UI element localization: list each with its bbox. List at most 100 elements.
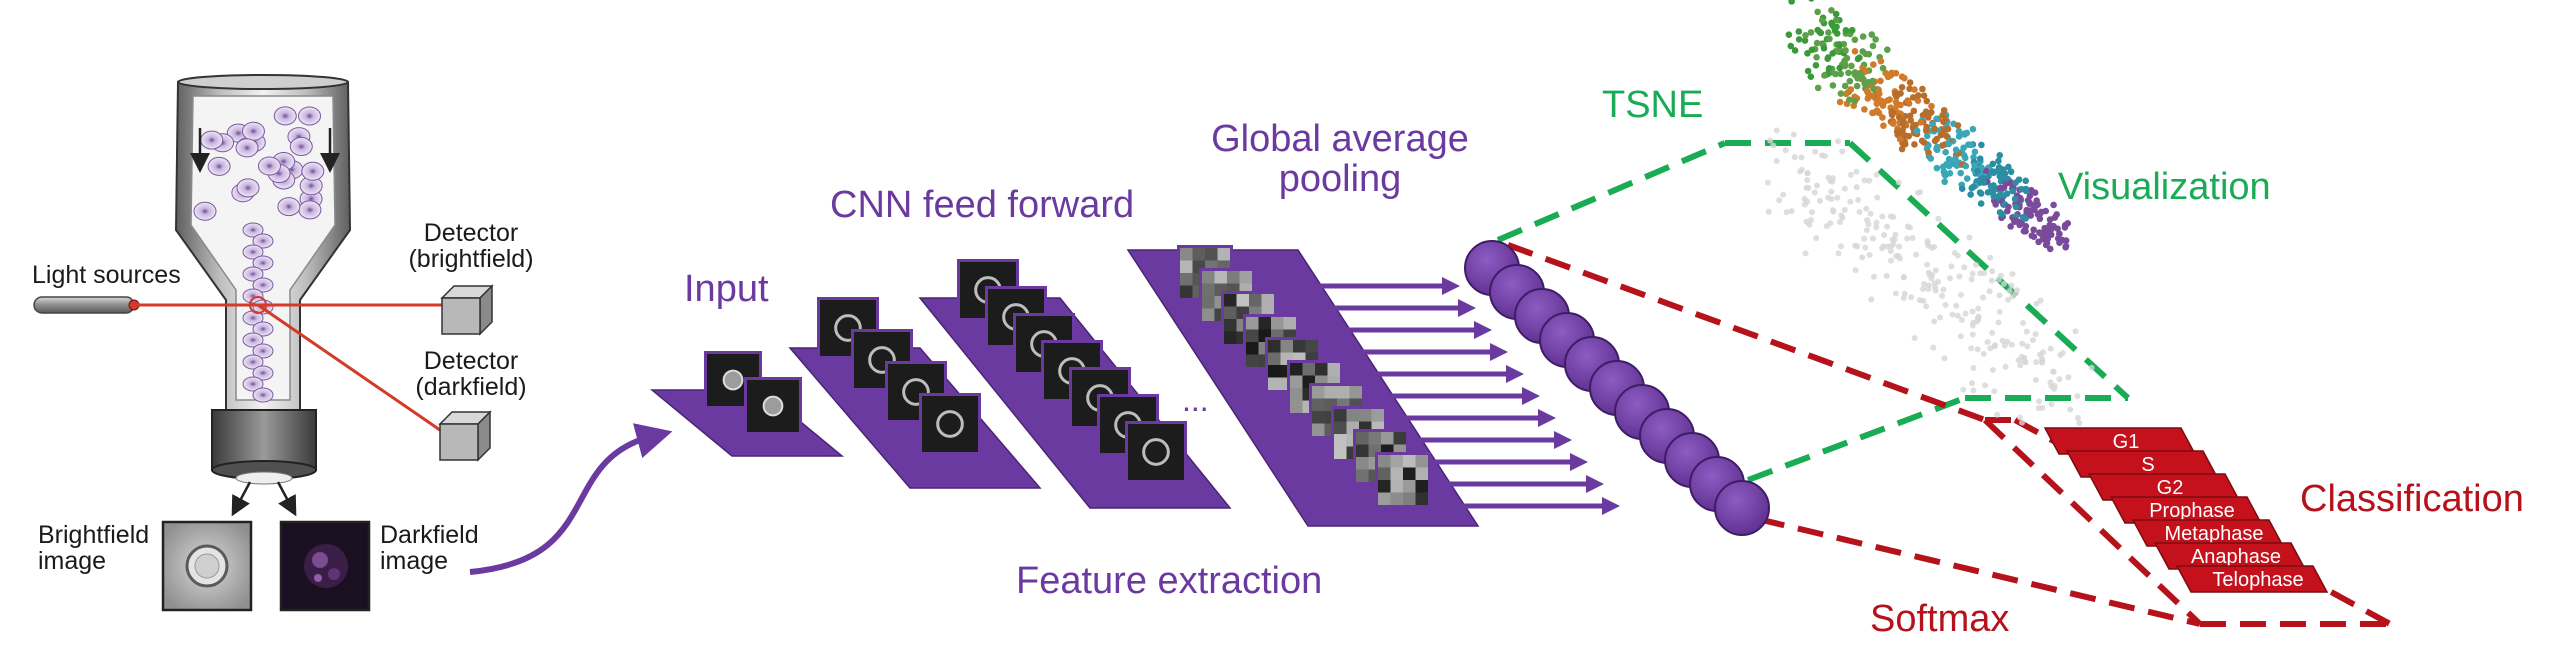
tsne-point bbox=[1920, 139, 1928, 146]
tsne-point bbox=[1910, 122, 1917, 129]
tsne-point bbox=[2020, 227, 2028, 235]
shadow-point bbox=[1960, 386, 1967, 393]
tsne-point bbox=[1898, 83, 1906, 91]
shadow-point bbox=[1991, 388, 1998, 395]
shadow-point bbox=[1804, 169, 1811, 176]
tsne-point bbox=[1977, 190, 1985, 197]
shadow-point bbox=[1770, 142, 1777, 149]
shadow-point bbox=[1989, 367, 1996, 374]
shadow-point bbox=[2074, 415, 2081, 422]
tsne-point bbox=[1813, 53, 1820, 61]
shadow-point bbox=[1838, 212, 1845, 219]
class-label: G1 bbox=[2113, 431, 2140, 453]
shadow-point bbox=[1853, 168, 1860, 175]
shadow-point bbox=[2029, 337, 2036, 344]
shadow-point bbox=[1869, 235, 1876, 242]
tsne-point bbox=[1922, 126, 1930, 134]
tsne-point bbox=[1845, 96, 1853, 104]
tsne-point bbox=[1960, 151, 1968, 159]
pooling-arrowhead-icon bbox=[1474, 321, 1492, 339]
tsne-point bbox=[1869, 61, 1877, 68]
cell bbox=[277, 197, 301, 217]
tsne-point bbox=[1842, 47, 1849, 54]
tsne-point bbox=[2042, 231, 2049, 239]
shadow-point bbox=[1830, 208, 1837, 215]
pooling-arrowhead-icon bbox=[1602, 497, 1620, 515]
cell bbox=[257, 156, 281, 176]
class-label: Telophase bbox=[2212, 569, 2303, 591]
shadow-point bbox=[1941, 355, 1948, 362]
tsne-point bbox=[1974, 167, 1981, 175]
tsne-point bbox=[1907, 117, 1915, 124]
tsne-point bbox=[1928, 102, 1935, 110]
tsne-point bbox=[2011, 195, 2019, 203]
cell bbox=[298, 200, 322, 220]
shadow-point bbox=[1953, 302, 1960, 309]
shadow-point bbox=[1881, 232, 1888, 239]
shadow-point bbox=[1999, 337, 2006, 344]
shadow-point bbox=[1813, 235, 1820, 242]
tsne-point bbox=[1862, 68, 1869, 75]
shadow-point bbox=[1968, 345, 1975, 352]
tsne-point bbox=[1870, 85, 1877, 93]
tsne-point bbox=[1821, 72, 1828, 79]
shadow-point bbox=[1925, 285, 1932, 292]
shadow-point bbox=[1908, 294, 1915, 301]
tsne-point bbox=[1842, 90, 1850, 98]
tsne-point bbox=[1868, 92, 1876, 100]
shadow-point bbox=[1911, 334, 1918, 341]
tsne-point bbox=[1817, 29, 1825, 37]
brightfield-image bbox=[161, 520, 253, 612]
shadow-point bbox=[2036, 398, 2043, 405]
cell bbox=[242, 354, 264, 370]
shadow-point bbox=[1866, 177, 1873, 184]
shadow-point bbox=[1863, 205, 1870, 212]
shadow-point bbox=[1788, 208, 1795, 215]
shadow-point bbox=[1884, 223, 1891, 230]
shadow-point bbox=[2002, 363, 2009, 370]
shadow-point bbox=[1856, 209, 1863, 216]
class-label: G2 bbox=[2157, 477, 2184, 499]
tsne-point bbox=[2031, 206, 2038, 214]
tsne-point bbox=[1955, 133, 1963, 140]
pooling-arrowhead-icon bbox=[1490, 343, 1508, 361]
shadow-point bbox=[1773, 158, 1780, 165]
tsne-point bbox=[1859, 33, 1867, 40]
shadow-point bbox=[1958, 291, 1965, 298]
tsne-point bbox=[2054, 225, 2061, 232]
pooling-arrowhead-icon bbox=[1538, 409, 1556, 427]
tsne-point bbox=[2005, 163, 2012, 171]
tsne-point bbox=[1933, 164, 1941, 172]
shadow-point bbox=[1961, 264, 1968, 271]
cell bbox=[298, 106, 322, 126]
tsne-point bbox=[2061, 224, 2069, 231]
shadow-point bbox=[1861, 235, 1868, 242]
cell bbox=[252, 277, 274, 293]
shadow-point bbox=[1979, 294, 1986, 301]
tsne-point bbox=[1969, 125, 1977, 133]
shadow-point bbox=[2039, 359, 2046, 366]
cell bbox=[252, 365, 274, 381]
shadow-point bbox=[1924, 261, 1931, 268]
cell bbox=[301, 161, 325, 181]
tsne-point bbox=[2046, 245, 2054, 253]
shadow-point bbox=[1834, 194, 1841, 201]
pooling-arrowhead-icon bbox=[1570, 453, 1588, 471]
tsne-point bbox=[2019, 214, 2027, 221]
shadow-point bbox=[2057, 352, 2064, 359]
shadow-point bbox=[2006, 287, 2013, 294]
tsne-point bbox=[1933, 115, 1940, 123]
tsne-point bbox=[2046, 221, 2054, 229]
tsne-point bbox=[1944, 125, 1952, 133]
tsne-point bbox=[1807, 29, 1815, 36]
shadow-point bbox=[1969, 308, 1976, 315]
tsne-point bbox=[1814, 8, 1821, 16]
tsne-point bbox=[2007, 168, 2015, 176]
cell bbox=[252, 387, 274, 403]
cell bbox=[242, 288, 264, 304]
tsne-point bbox=[1787, 42, 1795, 50]
tsne-point bbox=[1937, 131, 1945, 139]
cell bbox=[242, 244, 264, 260]
